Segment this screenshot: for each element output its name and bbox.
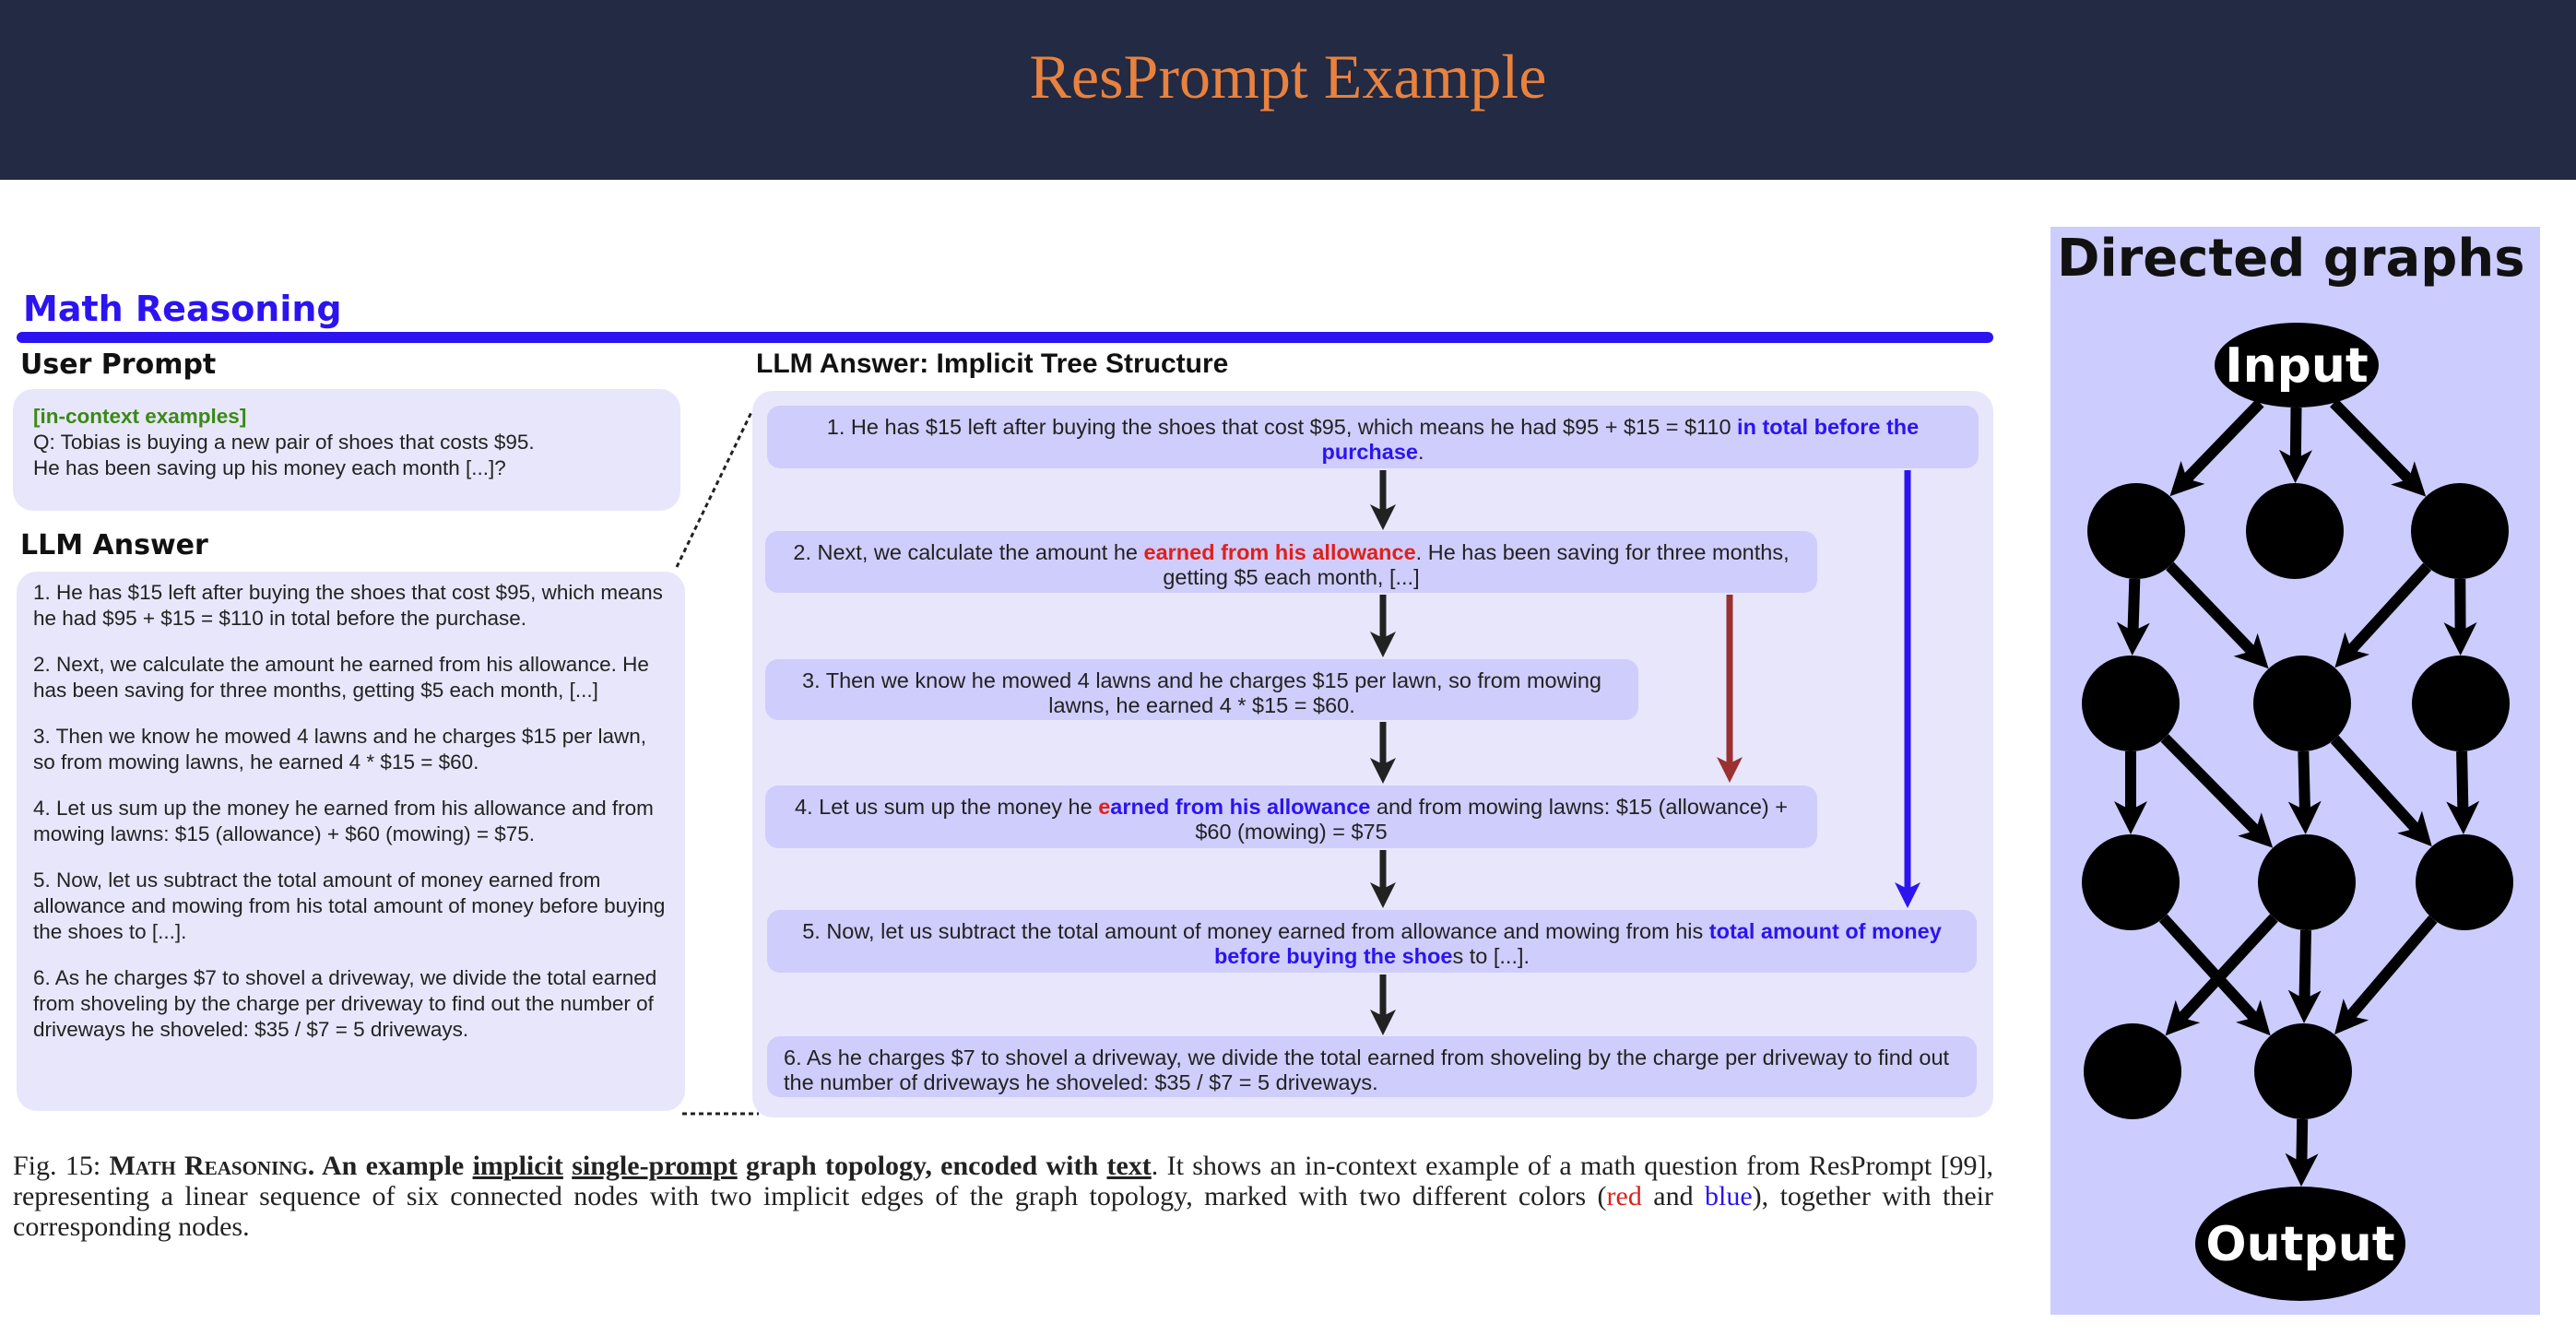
graph-node: [2084, 1023, 2181, 1119]
section-title: Math Reasoning: [23, 289, 342, 329]
section-rule: [17, 332, 1993, 343]
prompt-line: He has been saving up his money each mon…: [33, 456, 506, 479]
answer-step: 1. He has $15 left after buying the shoe…: [33, 581, 663, 630]
graph-edge: [2116, 578, 2150, 656]
tree-node-6: 6. As he charges $7 to shovel a driveway…: [767, 1036, 1977, 1097]
graph-node: [2416, 834, 2513, 930]
slide-header: [0, 0, 2576, 180]
graph-node: [2253, 656, 2351, 751]
graph-edge: [2285, 1118, 2319, 1187]
graph-edge: [2287, 750, 2322, 835]
tree-node-3: 3. Then we know he mowed 4 lawns and he …: [765, 659, 1638, 720]
graph-title: Directed graphs: [2057, 229, 2525, 289]
graph-node: [2258, 834, 2356, 930]
graph-edge: [2446, 750, 2480, 835]
graph-node: [2246, 483, 2344, 579]
graph-edge: [2330, 398, 2427, 497]
llm-answer-heading: LLM Answer: [20, 529, 208, 561]
user-prompt-box: [in-context examples] Q: Tobias is buyin…: [13, 389, 680, 511]
tree-node-1: 1. He has $15 left after buying the shoe…: [767, 406, 1979, 468]
output-label: Output: [2205, 1217, 2394, 1272]
graph-edge: [2287, 929, 2322, 1024]
answer-step: 6. As he charges $7 to shovel a driveway…: [33, 966, 657, 1041]
output-node: [2195, 1187, 2405, 1301]
graph-node: [2254, 1023, 2352, 1119]
graph-edge: [2166, 561, 2269, 669]
graph-edge: [2330, 735, 2432, 847]
figure-caption: Fig. 15: Math Reasoning. An example impl…: [13, 1151, 1994, 1242]
tree-node-4: 4. Let us sum up the money he earned fro…: [765, 786, 1817, 848]
graph-node: [2412, 656, 2510, 751]
input-label: Input: [2225, 338, 2368, 394]
graph-edge: [2160, 734, 2274, 848]
answer-step: 2. Next, we calculate the amount he earn…: [33, 653, 649, 702]
prompt-line: Q: Tobias is buying a new pair of shoes …: [33, 431, 535, 454]
answer-step: 4. Let us sum up the money he earned fro…: [33, 797, 654, 845]
graph-node: [2087, 483, 2185, 579]
answer-step: 3. Then we know he mowed 4 lawns and he …: [33, 725, 646, 774]
llm-answer-box: 1. He has $15 left after buying the shoe…: [17, 572, 685, 1111]
user-prompt-heading: User Prompt: [20, 349, 217, 381]
graph-node: [2082, 834, 2180, 930]
slide-title: ResPrompt Example: [1029, 41, 1547, 112]
in-context-tag: [in-context examples]: [33, 405, 247, 428]
dotted-connector-top: [675, 409, 754, 568]
input-node: [2215, 323, 2379, 408]
graph-edge: [2169, 398, 2264, 497]
graph-node: [2082, 656, 2180, 751]
graph-edge: [2165, 914, 2278, 1036]
graph-edge: [2278, 407, 2312, 484]
graph-edge: [2334, 915, 2438, 1035]
tree-heading: LLM Answer: Implicit Tree Structure: [756, 349, 1229, 379]
tree-node-2: 2. Next, we calculate the amount he earn…: [765, 531, 1817, 593]
graph-edge: [2334, 562, 2432, 668]
graph-node: [2411, 483, 2509, 579]
answer-step: 5. Now, let us subtract the total amount…: [33, 868, 666, 943]
tree-node-5: 5. Now, let us subtract the total amount…: [767, 910, 1977, 973]
graph-edge: [2158, 914, 2271, 1036]
